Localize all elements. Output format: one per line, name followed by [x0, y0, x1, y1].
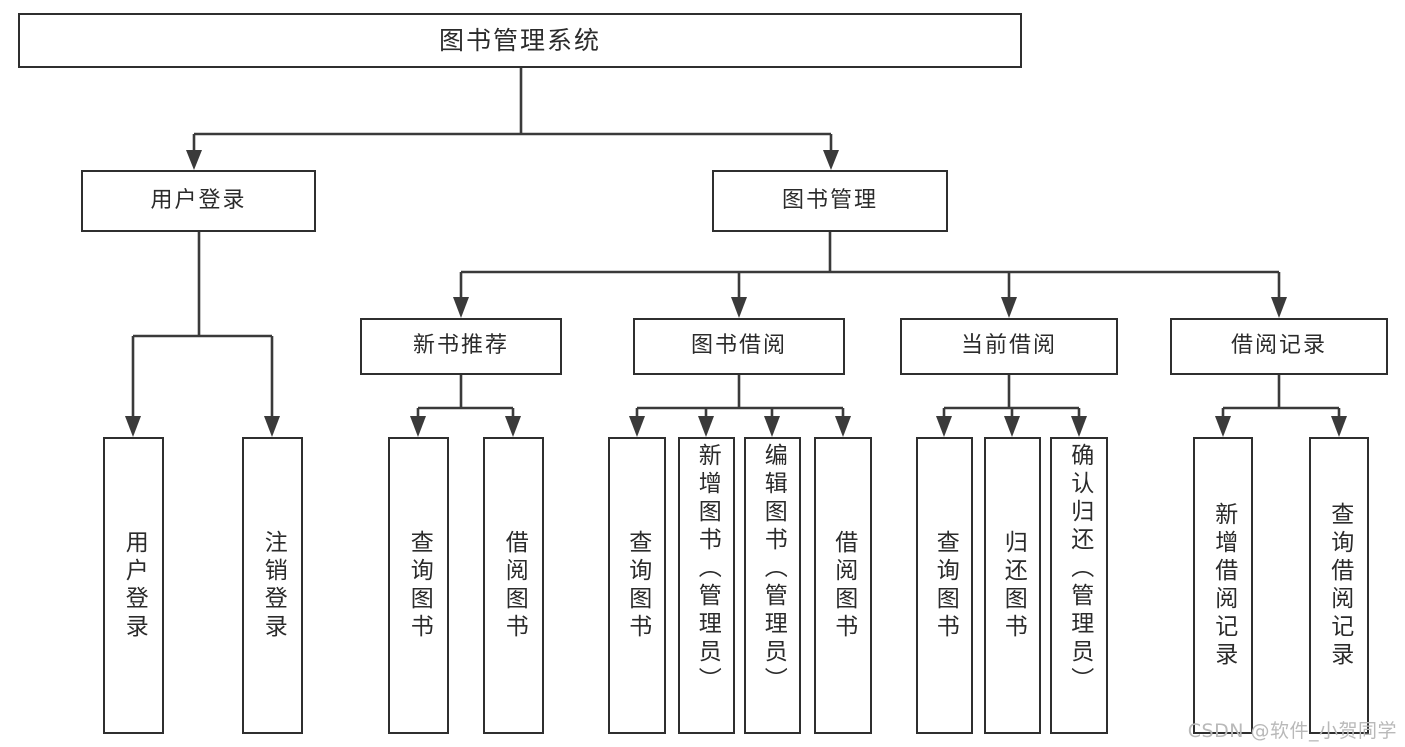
node-leaf-borrow-book-rec[interactable]: 借阅图书 — [483, 437, 544, 734]
node-current-borrow[interactable]: 当前借阅 — [900, 318, 1118, 375]
node-leaf-return-book[interactable]: 归还图书 — [984, 437, 1041, 734]
arrow-to-leaf-query-borrow-record — [1331, 416, 1347, 437]
node-leaf-query-book-rec[interactable]: 查询图书 — [388, 437, 449, 734]
arrow-to-book-borrow — [731, 297, 747, 318]
arrow-to-borrow-record — [1271, 297, 1287, 318]
node-current-borrow-label: 当前借阅 — [960, 333, 1057, 359]
node-leaf-query-book-current[interactable]: 查询图书 — [916, 437, 973, 734]
node-book-management-label: 图书管理 — [781, 187, 878, 213]
node-borrow-record[interactable]: 借阅记录 — [1170, 318, 1388, 375]
node-leaf-query-book-borrow-label: 查询图书 — [624, 529, 651, 642]
arrow-to-user-login — [186, 150, 202, 170]
node-leaf-add-book-admin-label: 新增图书（管理员） — [694, 443, 721, 695]
node-user-login-label: 用户登录 — [150, 187, 247, 213]
node-leaf-user-login-label: 用户登录 — [121, 529, 148, 642]
arrow-to-leaf-user-login — [125, 416, 141, 437]
node-user-login[interactable]: 用户登录 — [81, 170, 316, 232]
arrow-to-book-management — [823, 150, 839, 170]
arrow-to-leaf-borrow-book-rec — [505, 416, 521, 437]
arrow-to-leaf-query-book-current — [936, 416, 952, 437]
arrow-to-leaf-edit-book-admin — [764, 416, 780, 437]
node-leaf-query-borrow-record[interactable]: 查询借阅记录 — [1309, 437, 1369, 734]
node-leaf-user-logout[interactable]: 注销登录 — [242, 437, 303, 734]
node-leaf-query-borrow-record-label: 查询借阅记录 — [1326, 501, 1353, 670]
node-leaf-add-borrow-record[interactable]: 新增借阅记录 — [1193, 437, 1253, 734]
node-leaf-return-book-label: 归还图书 — [1000, 529, 1027, 642]
arrow-to-new-book-recommend — [453, 297, 469, 318]
node-leaf-user-login[interactable]: 用户登录 — [103, 437, 164, 734]
node-book-borrow[interactable]: 图书借阅 — [633, 318, 845, 375]
node-leaf-query-book-rec-label: 查询图书 — [406, 529, 433, 642]
node-leaf-edit-book-admin[interactable]: 编辑图书（管理员） — [744, 437, 801, 734]
arrow-to-leaf-add-book-admin — [698, 416, 714, 437]
arrow-to-leaf-user-logout — [264, 416, 280, 437]
arrow-to-leaf-query-book-borrow — [629, 416, 645, 437]
node-root-label: 图书管理系统 — [438, 25, 601, 55]
node-leaf-add-book-admin[interactable]: 新增图书（管理员） — [678, 437, 735, 734]
node-leaf-confirm-return-admin[interactable]: 确认归还（管理员） — [1050, 437, 1108, 734]
node-leaf-edit-book-admin-label: 编辑图书（管理员） — [760, 443, 787, 695]
node-root[interactable]: 图书管理系统 — [18, 13, 1022, 68]
node-leaf-confirm-return-admin-label: 确认归还（管理员） — [1066, 443, 1093, 695]
arrow-to-current-borrow — [1001, 297, 1017, 318]
arrow-to-leaf-borrow-book — [835, 416, 851, 437]
node-leaf-borrow-book-label: 借阅图书 — [830, 529, 857, 642]
node-leaf-add-borrow-record-label: 新增借阅记录 — [1210, 501, 1237, 670]
node-leaf-query-book-borrow[interactable]: 查询图书 — [608, 437, 666, 734]
csdn-watermark: CSDN @软件_小贺同学 — [1187, 720, 1397, 742]
node-leaf-borrow-book-rec-label: 借阅图书 — [501, 529, 528, 642]
node-borrow-record-label: 借阅记录 — [1230, 333, 1327, 359]
node-leaf-user-logout-label: 注销登录 — [260, 529, 287, 642]
node-new-book-recommend-label: 新书推荐 — [412, 333, 509, 359]
node-leaf-query-book-current-label: 查询图书 — [932, 529, 959, 642]
node-new-book-recommend[interactable]: 新书推荐 — [360, 318, 562, 375]
arrow-to-leaf-add-borrow-record — [1215, 416, 1231, 437]
arrow-to-leaf-confirm-return-admin — [1071, 416, 1087, 437]
node-book-management[interactable]: 图书管理 — [712, 170, 948, 232]
arrow-to-leaf-return-book — [1004, 416, 1020, 437]
node-book-borrow-label: 图书借阅 — [690, 333, 787, 359]
arrow-to-leaf-query-book-rec — [410, 416, 426, 437]
node-leaf-borrow-book[interactable]: 借阅图书 — [814, 437, 872, 734]
